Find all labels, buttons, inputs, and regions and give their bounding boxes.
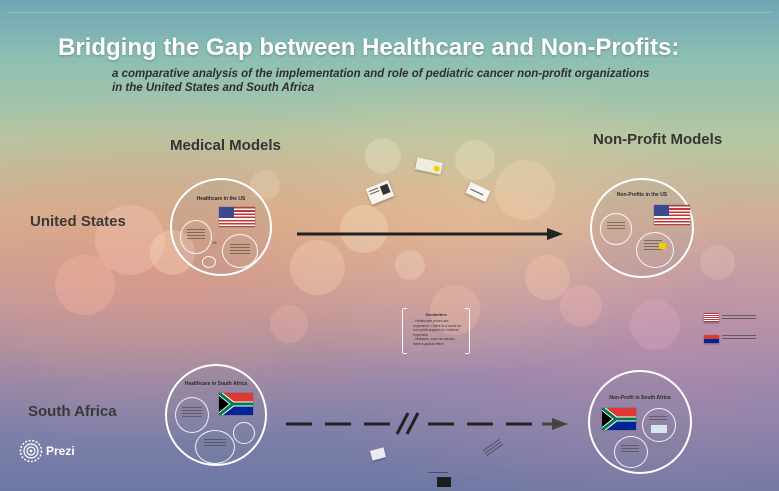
us-flag-image xyxy=(654,205,690,225)
bokeh-light xyxy=(290,240,345,295)
presentation-subtitle: a comparative analysis of the implementa… xyxy=(112,67,649,95)
column-header-medical-models: Medical Models xyxy=(170,137,281,154)
frame-sa-healthcare-detail-3[interactable] xyxy=(233,422,255,444)
solid-arrow xyxy=(297,228,563,240)
bokeh-light xyxy=(630,300,680,350)
text-snippet-rotated xyxy=(482,438,504,457)
similarities-item: - Healthcare prices are expensive = ther… xyxy=(413,319,461,337)
frame-healthcare-in-the-us[interactable]: Healthcare in the US Vs xyxy=(170,178,272,276)
frame-us-nonprofit-detail-1[interactable] xyxy=(600,213,632,245)
us-flag-image xyxy=(219,207,255,227)
frame-similarities[interactable]: Similarities - Healthcare prices are exp… xyxy=(402,308,470,354)
frame-sa-healthcare-detail-2[interactable] xyxy=(195,430,235,464)
image-card-newspaper[interactable] xyxy=(365,180,395,205)
image-card-photo[interactable] xyxy=(369,447,387,461)
frame-sa-nonprofit-detail-1[interactable] xyxy=(642,408,676,442)
frame-healthcare-in-south-africa[interactable]: Healthcare in South Africa xyxy=(165,364,267,466)
bokeh-light xyxy=(395,250,425,280)
bokeh-light xyxy=(270,305,308,343)
prezi-logo-icon[interactable] xyxy=(19,439,43,463)
dashed-broken-arrow xyxy=(286,412,568,435)
frame-us-healthcare-detail-1[interactable] xyxy=(180,220,212,254)
subtitle-line-2: in the United States and South Africa xyxy=(112,82,315,94)
bokeh-light xyxy=(455,140,495,180)
text-snippet-sa-summary xyxy=(722,335,756,341)
row-label-united-states: United States xyxy=(30,213,126,230)
frame-non-profit-in-south-africa[interactable]: Non-Profit in South Africa xyxy=(588,370,692,474)
image-card-flag-us-small[interactable] xyxy=(704,313,719,322)
image-card-comic[interactable] xyxy=(415,157,443,175)
frame-title: Healthcare in South Africa xyxy=(184,381,248,387)
frame-title: Non-Profit in South Africa xyxy=(609,395,671,401)
similarities-title: Similarities xyxy=(425,312,447,317)
nonprofit-photo-image xyxy=(651,425,667,433)
south-africa-flag-image xyxy=(602,408,636,430)
frame-title: Healthcare in the US xyxy=(196,196,246,202)
bokeh-light xyxy=(525,255,570,300)
image-card-chart[interactable] xyxy=(465,181,491,203)
image-card-dark[interactable] xyxy=(437,477,451,487)
vs-label: Vs xyxy=(212,240,217,245)
frame-us-healthcare-detail-3[interactable] xyxy=(202,256,216,268)
column-header-non-profit-models: Non-Profit Models xyxy=(593,131,723,148)
frame-sa-nonprofit-detail-2[interactable] xyxy=(614,436,648,468)
frame-us-healthcare-detail-2[interactable] xyxy=(222,234,258,268)
nonprofit-logo-image xyxy=(659,243,666,249)
bokeh-light xyxy=(560,285,602,327)
presentation-title: Bridging the Gap between Healthcare and … xyxy=(58,34,680,61)
bokeh-light xyxy=(700,245,735,280)
similarities-item: - Illnesses, such as cancer, have a glob… xyxy=(413,337,456,346)
row-label-south-africa: South Africa xyxy=(28,403,117,420)
south-africa-flag-image xyxy=(219,393,253,415)
prezi-brand-label[interactable]: Prezi xyxy=(46,444,75,458)
similarities-list: - Healthcare prices are expensive = ther… xyxy=(413,319,463,346)
frame-us-nonprofit-detail-2[interactable] xyxy=(636,232,674,268)
text-snippet-us-summary xyxy=(722,315,756,321)
image-card-flag-sa-small[interactable] xyxy=(704,335,719,343)
frame-non-profits-in-the-us[interactable]: Non-Profits in the US xyxy=(590,178,694,278)
subtitle-line-1: a comparative analysis of the implementa… xyxy=(112,68,650,80)
bokeh-light xyxy=(495,160,555,220)
bokeh-light xyxy=(55,255,115,315)
frame-sa-healthcare-detail-1[interactable] xyxy=(175,397,209,433)
bokeh-light xyxy=(365,138,401,174)
text-snippet-bottom xyxy=(428,472,448,475)
frame-title: Non-Profits in the US xyxy=(616,192,668,198)
